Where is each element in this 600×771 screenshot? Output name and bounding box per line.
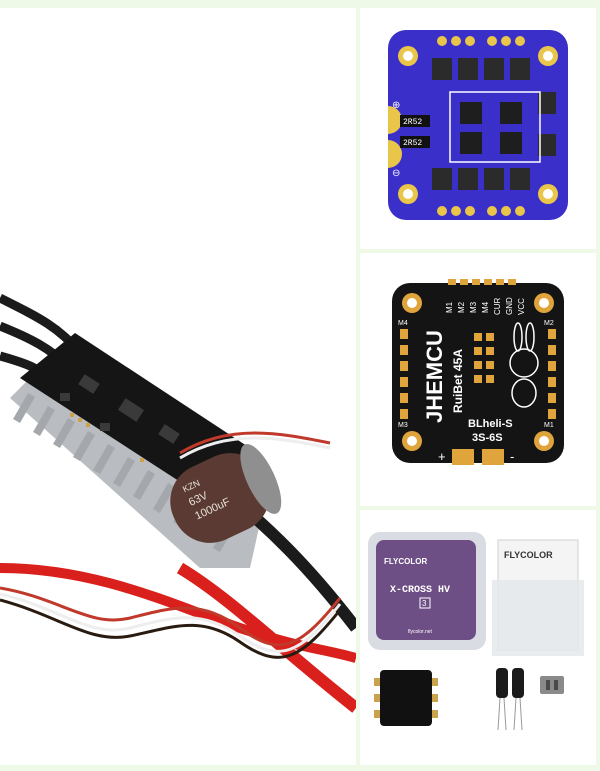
brand-label: JHEMCU [422, 330, 447, 423]
voltage-label: 3S-6S [472, 432, 503, 444]
bunny-mascot [509, 322, 539, 408]
resistor-label-1: 2R52 [403, 118, 422, 127]
pin-label-m3: M3 [469, 301, 478, 313]
firmware-label: BLheli-S [468, 418, 513, 430]
main-esc-photo: 63V 1000uF KZN [0, 8, 356, 765]
corner-label-m1: M1 [544, 422, 554, 429]
capacitor: 63V 1000uF KZN [170, 444, 282, 543]
pin-label-m4: M4 [481, 301, 490, 313]
pin-label-cur: CUR [493, 297, 502, 315]
pin-label-vcc: VCC [517, 298, 526, 315]
box-version: 3 [422, 599, 427, 608]
box-title: X-CROSS HV [390, 585, 450, 596]
minus-marker: ⊖ [392, 168, 400, 179]
blue-esc-photo: ⊕ ⊖ 2R52 2R52 [360, 8, 596, 249]
pin-label-m2: M2 [457, 301, 466, 313]
corner-label-m2: M2 [544, 320, 554, 327]
connector [540, 676, 564, 694]
product-box [376, 540, 476, 640]
plus-label: + [438, 449, 446, 464]
corner-label-m4: M4 [398, 320, 408, 327]
plastic-bag [492, 580, 584, 656]
paper-brand-logo: FLYCOLOR [504, 550, 553, 560]
model-label: RuiBet 45A [451, 349, 465, 413]
pin-label-m1: M1 [445, 301, 454, 313]
flycolor-package-photo: FLYCOLOR X-CROSS HV 3 flycolor.net FLYCO… [360, 510, 596, 765]
capacitor-2 [512, 668, 524, 698]
plus-marker: ⊕ [392, 100, 400, 111]
corner-label-m3: M3 [398, 422, 408, 429]
resistor-label-2: 2R52 [403, 139, 422, 148]
box-url: flycolor.net [408, 629, 433, 635]
box-brand-logo: FLYCOLOR [384, 557, 427, 566]
pin-label-gnd: GND [505, 297, 514, 315]
capacitor-1 [496, 668, 508, 698]
esc-module [380, 670, 432, 726]
black-esc-photo: M1 M2 M3 M4 CUR GND VCC M4 M2 M3 M1 JHEM… [360, 253, 596, 506]
minus-label: - [510, 449, 514, 464]
